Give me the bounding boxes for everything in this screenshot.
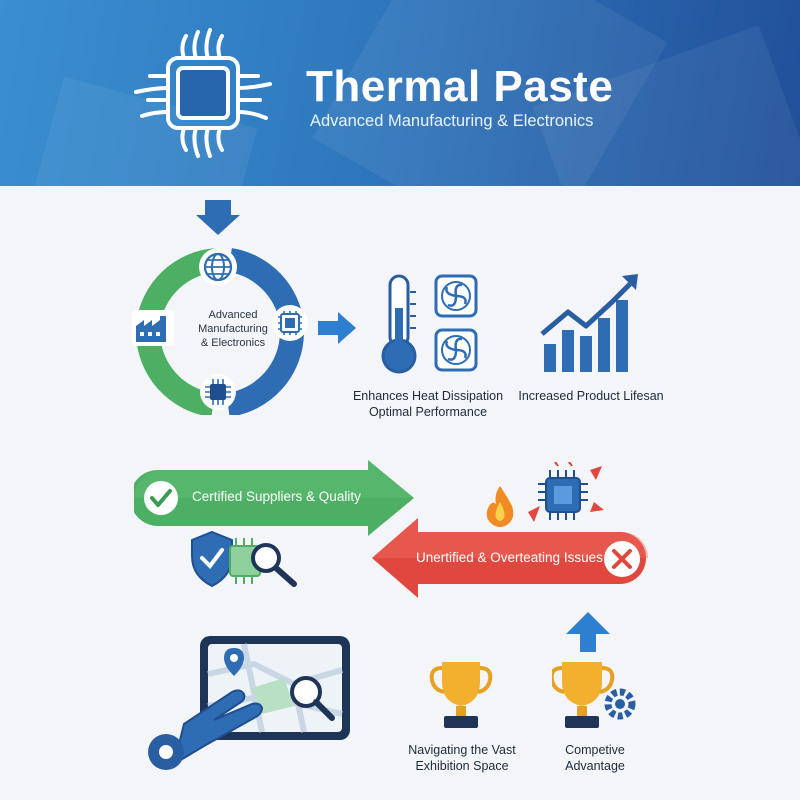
competitive-advantage-line: Advantage xyxy=(565,759,625,773)
chip-icon xyxy=(134,28,272,158)
heat-dissipation-label: Enhances Heat Dissipation Optimal Perfor… xyxy=(345,388,511,420)
factory-icon xyxy=(132,310,174,346)
navigate-exhibition-line: Navigating the Vast xyxy=(408,743,516,757)
uncertified-label: Unertified & Overteating Issues xyxy=(416,550,603,565)
thermometer-icon xyxy=(381,274,417,374)
overheating-chip-icon xyxy=(528,462,604,522)
page-subtitle: Advanced Manufacturing & Electronics xyxy=(310,112,594,130)
processor-icon xyxy=(272,305,308,341)
certified-label: Certified Suppliers & Quality xyxy=(192,489,361,504)
heat-dissipation-line: Enhances Heat Dissipation xyxy=(352,389,504,403)
shield-inspection-icon xyxy=(191,530,297,588)
heat-dissipation-line: Optimal Performance xyxy=(368,405,488,419)
check-icon xyxy=(144,481,178,515)
down-arrow-icon xyxy=(196,200,240,235)
circuit-chip-icon xyxy=(200,374,236,410)
cycle-center-line: & Electronics xyxy=(200,337,266,349)
fan-icon xyxy=(434,328,478,372)
trophy-icon xyxy=(429,662,493,728)
close-icon xyxy=(604,541,640,577)
cycle-center-line: Manufacturing xyxy=(198,323,268,335)
tablet-map-icon xyxy=(148,636,350,770)
trophy-gear-icon xyxy=(552,662,636,728)
navigate-exhibition-label: Navigating the Vast Exhibition Space xyxy=(392,742,532,774)
navigate-exhibition-line: Exhibition Space xyxy=(415,759,509,773)
product-lifespan-label: Increased Product Lifesan xyxy=(518,389,664,403)
fire-icon xyxy=(486,486,514,527)
cycle-center-line: Advanced xyxy=(208,309,258,321)
uncertified-arrow xyxy=(372,518,648,598)
certified-arrow xyxy=(134,460,414,536)
competitive-advantage-line: Competive xyxy=(565,743,625,757)
fan-icon xyxy=(434,274,478,318)
page-title: Thermal Paste xyxy=(306,62,614,111)
growth-chart-icon xyxy=(540,274,638,372)
competitive-advantage-label: Competive Advantage xyxy=(530,742,660,774)
globe-icon xyxy=(199,248,237,286)
right-arrow-icon xyxy=(318,312,356,344)
cycle-center-label: Advanced Manufacturing & Electronics xyxy=(178,308,288,350)
up-arrow-icon xyxy=(566,612,610,652)
header-banner xyxy=(0,0,800,186)
